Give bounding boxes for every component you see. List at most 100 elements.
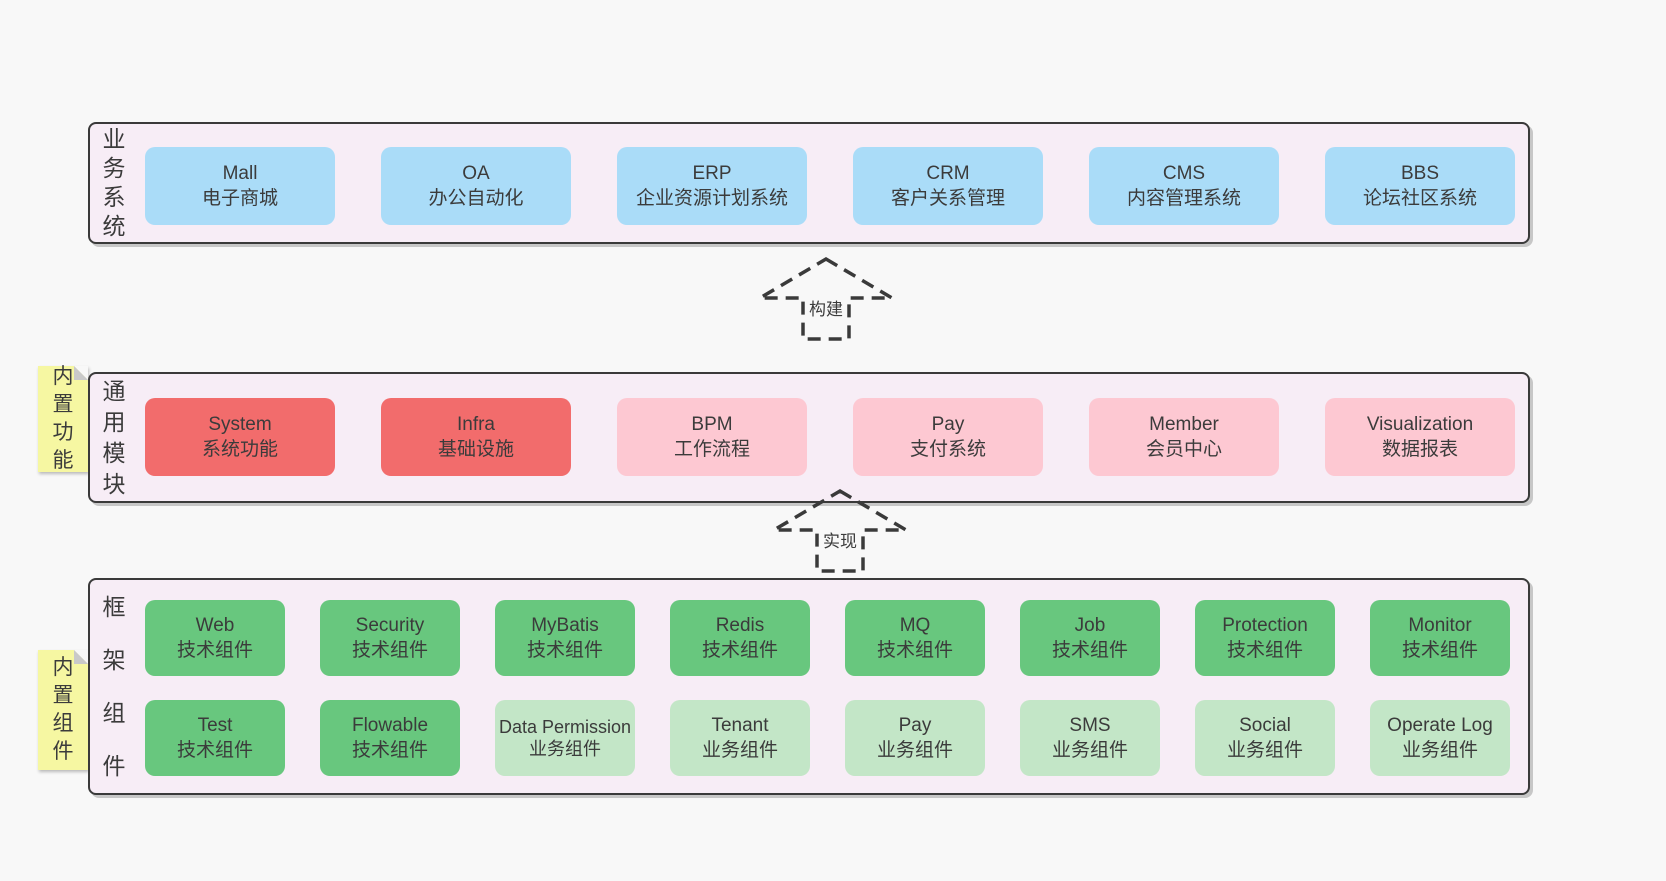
box-title: Pay: [898, 715, 932, 736]
box-title: Visualization: [1366, 414, 1474, 435]
box-sms: SMS 业务组件: [1020, 700, 1160, 776]
box-infra: Infra 基础设施: [381, 398, 571, 476]
box-subtitle: 内容管理系统: [1126, 188, 1241, 209]
box-subtitle: 论坛社区系统: [1362, 188, 1477, 209]
sticky-note-text: 内置功能: [52, 365, 74, 472]
box-subtitle: 基础设施: [437, 439, 514, 460]
box-title: Mall: [222, 163, 258, 184]
box-mall: Mall 电子商城: [145, 147, 335, 225]
box-title: BPM: [691, 414, 733, 435]
box-subtitle: 办公自动化: [428, 188, 524, 209]
box-title: Protection: [1222, 615, 1308, 636]
box-title: Job: [1074, 615, 1106, 636]
dashed-up-arrow-icon: [770, 488, 910, 573]
box-title: Web: [195, 615, 235, 636]
box-subtitle: 业务组件: [1401, 740, 1478, 761]
box-title: Infra: [456, 414, 496, 435]
box-operate-log: Operate Log 业务组件: [1370, 700, 1510, 776]
box-subtitle: 技术组件: [176, 640, 253, 661]
box-pay: Pay 支付系统: [853, 398, 1043, 476]
box-title: Tenant: [711, 715, 769, 736]
business-systems-band: 业务系统 Mall 电子商城 OA 办公自动化 ERP 企业资源计划系统 CRM…: [88, 122, 1530, 244]
box-mq: MQ 技术组件: [845, 600, 985, 676]
box-title: MyBatis: [531, 615, 599, 636]
box-subtitle: 客户关系管理: [890, 188, 1005, 209]
implement-arrow: 实现: [770, 488, 910, 574]
box-subtitle: 技术组件: [876, 640, 953, 661]
box-subtitle: 技术组件: [526, 640, 603, 661]
box-subtitle: 电子商城: [201, 188, 278, 209]
box-protection: Protection 技术组件: [1195, 600, 1335, 676]
box-title: CMS: [1162, 163, 1206, 184]
arrow-label: 实现: [820, 526, 860, 553]
box-redis: Redis 技术组件: [670, 600, 810, 676]
box-security: Security 技术组件: [320, 600, 460, 676]
box-title: Pay: [931, 414, 965, 435]
sticky-note-text: 内置组件: [52, 656, 74, 763]
box-test: Test 技术组件: [145, 700, 285, 776]
box-web: Web 技术组件: [145, 600, 285, 676]
box-subtitle: 技术组件: [176, 740, 253, 761]
box-bbs: BBS 论坛社区系统: [1325, 147, 1515, 225]
box-flowable: Flowable 技术组件: [320, 700, 460, 776]
box-subtitle: 支付系统: [909, 439, 986, 460]
box-title: BBS: [1400, 163, 1440, 184]
box-subtitle: 技术组件: [351, 640, 428, 661]
box-tenant: Tenant 业务组件: [670, 700, 810, 776]
box-social: Social 业务组件: [1195, 700, 1335, 776]
box-subtitle: 技术组件: [1401, 640, 1478, 661]
box-title: ERP: [692, 163, 732, 184]
box-title: Operate Log: [1387, 715, 1493, 736]
folded-corner-icon: [74, 366, 88, 380]
box-title: CRM: [926, 163, 970, 184]
box-bpm: BPM 工作流程: [617, 398, 807, 476]
box-job: Job 技术组件: [1020, 600, 1160, 676]
box-title: Security: [355, 615, 425, 636]
box-title: Monitor: [1408, 615, 1472, 636]
box-title: Member: [1149, 414, 1219, 435]
box-title: Flowable: [351, 715, 429, 736]
box-subtitle: 企业资源计划系统: [635, 188, 788, 209]
box-subtitle: 工作流程: [673, 439, 750, 460]
box-title: Data Permission: [498, 717, 632, 737]
box-subtitle: 技术组件: [1226, 640, 1303, 661]
box-subtitle: 系统功能: [201, 439, 278, 460]
box-subtitle: 业务组件: [529, 739, 601, 759]
box-cms: CMS 内容管理系统: [1089, 147, 1279, 225]
box-oa: OA 办公自动化: [381, 147, 571, 225]
box-title: System: [208, 414, 272, 435]
band-label-common-modules: 通用模块: [102, 377, 126, 497]
framework-components-band: 框架组件 Web 技术组件 Security 技术组件 MyBatis 技术组件…: [88, 578, 1530, 795]
box-title: Test: [197, 715, 233, 736]
box-visualization: Visualization 数据报表: [1325, 398, 1515, 476]
box-title: OA: [462, 163, 490, 184]
box-subtitle: 会员中心: [1145, 439, 1222, 460]
box-system: System 系统功能: [145, 398, 335, 476]
box-title: Social: [1239, 715, 1291, 736]
box-erp: ERP 企业资源计划系统: [617, 147, 807, 225]
box-subtitle: 数据报表: [1381, 439, 1458, 460]
dashed-up-arrow-icon: [756, 256, 896, 341]
arrow-label: 构建: [806, 294, 846, 321]
box-subtitle: 技术组件: [351, 740, 428, 761]
box-subtitle: 技术组件: [701, 640, 778, 661]
sticky-note-built-in-components: 内置组件: [38, 650, 88, 770]
build-arrow: 构建: [756, 256, 896, 342]
box-subtitle: 技术组件: [1051, 640, 1128, 661]
box-crm: CRM 客户关系管理: [853, 147, 1043, 225]
box-mybatis: MyBatis 技术组件: [495, 600, 635, 676]
box-subtitle: 业务组件: [1226, 740, 1303, 761]
common-modules-band: 通用模块 System 系统功能 Infra 基础设施 BPM 工作流程 Pay…: [88, 372, 1530, 503]
box-data-permission: Data Permission 业务组件: [495, 700, 635, 776]
folded-corner-icon: [74, 650, 88, 664]
band-label-business-systems: 业务系统: [102, 126, 126, 239]
box-subtitle: 业务组件: [876, 740, 953, 761]
box-monitor: Monitor 技术组件: [1370, 600, 1510, 676]
box-title: Redis: [715, 615, 765, 636]
box-title: SMS: [1069, 715, 1111, 736]
band-label-framework-components: 框架组件: [102, 593, 126, 779]
sticky-note-built-in-features: 内置功能: [38, 365, 88, 472]
box-member: Member 会员中心: [1089, 398, 1279, 476]
box-title: MQ: [899, 615, 931, 636]
box-subtitle: 业务组件: [701, 740, 778, 761]
